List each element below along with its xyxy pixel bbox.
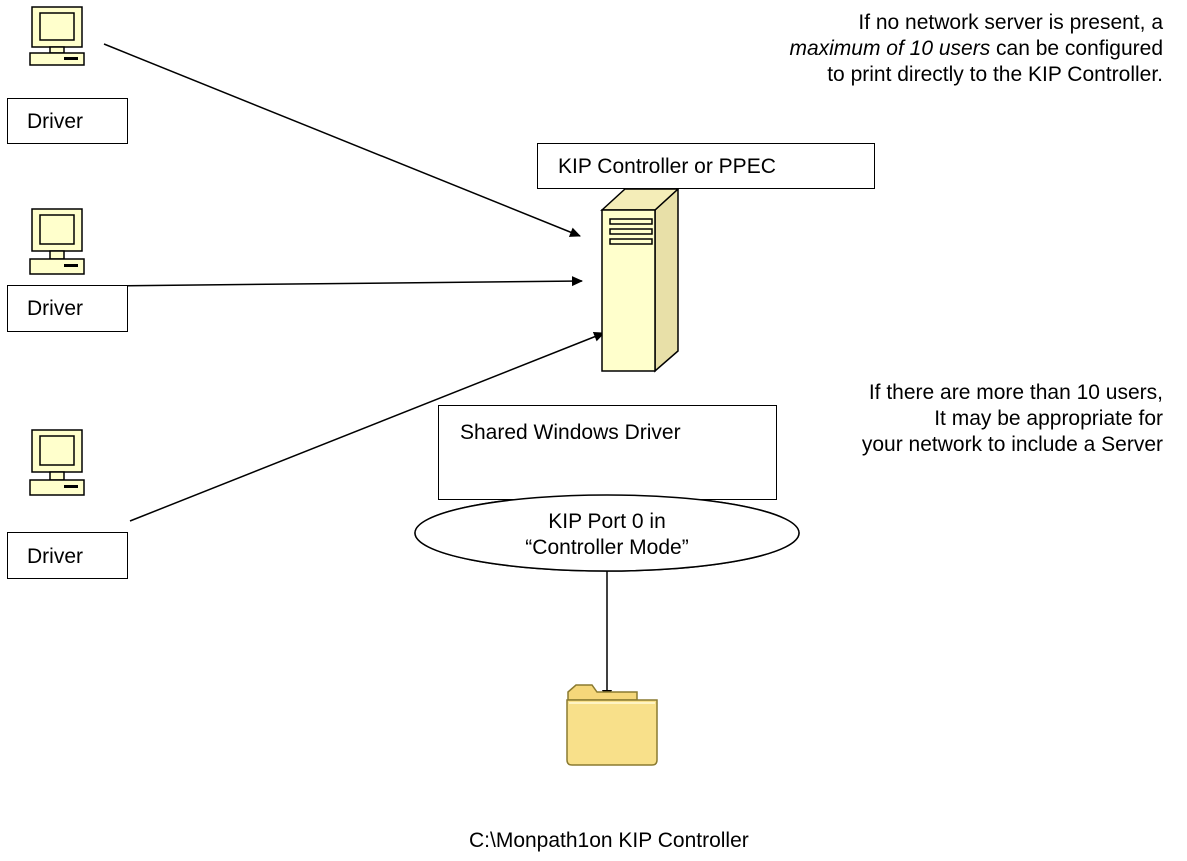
note-top-emphasis: maximum of 10 users [789, 37, 991, 60]
note-top-line1: If no network server is present, a [858, 11, 1163, 34]
driver-box-3: Driver [7, 532, 128, 579]
note-mid-line3: your network to include a Server [861, 433, 1163, 456]
folder-icon [566, 684, 658, 766]
folder-caption: C:\Monpath1on KIP Controller [469, 829, 749, 852]
note-top-line3: to print directly to the KIP Controller. [827, 63, 1163, 86]
driver-box-2: Driver [7, 285, 128, 332]
arrow-driver3-to-controller [129, 332, 605, 522]
computer-icon [29, 429, 85, 496]
port-label-line2: “Controller Mode” [525, 536, 689, 559]
controller-box: KIP Controller or PPEC [537, 143, 875, 189]
shared-driver-box: Shared Windows Driver [438, 405, 777, 500]
arrow-driver2-to-controller [103, 276, 583, 287]
arrow-driver1-to-controller [103, 43, 581, 237]
driver-box-1: Driver [7, 98, 128, 144]
note-mid-line2: It may be appropriate for [934, 407, 1163, 430]
note-mid-line1: If there are more than 10 users, [868, 381, 1163, 404]
driver-label: Driver [27, 297, 83, 320]
computer-icon [29, 6, 85, 66]
driver-label: Driver [27, 110, 83, 133]
port-label-line1: KIP Port 0 in [548, 510, 666, 533]
driver-label: Driver [27, 545, 83, 568]
computer-icon [29, 208, 85, 275]
shared-driver-label: Shared Windows Driver [460, 421, 681, 444]
note-top: If no network server is present, a maxim… [789, 10, 1163, 88]
note-mid: If there are more than 10 users, It may … [862, 380, 1163, 458]
port-label: KIP Port 0 in “Controller Mode” [457, 509, 757, 561]
note-top-line2-rest: can be configured [990, 37, 1163, 60]
server-tower-icon [600, 187, 680, 373]
note-top-line2: maximum of 10 users can be configured [789, 36, 1163, 62]
controller-label: KIP Controller or PPEC [558, 155, 776, 178]
